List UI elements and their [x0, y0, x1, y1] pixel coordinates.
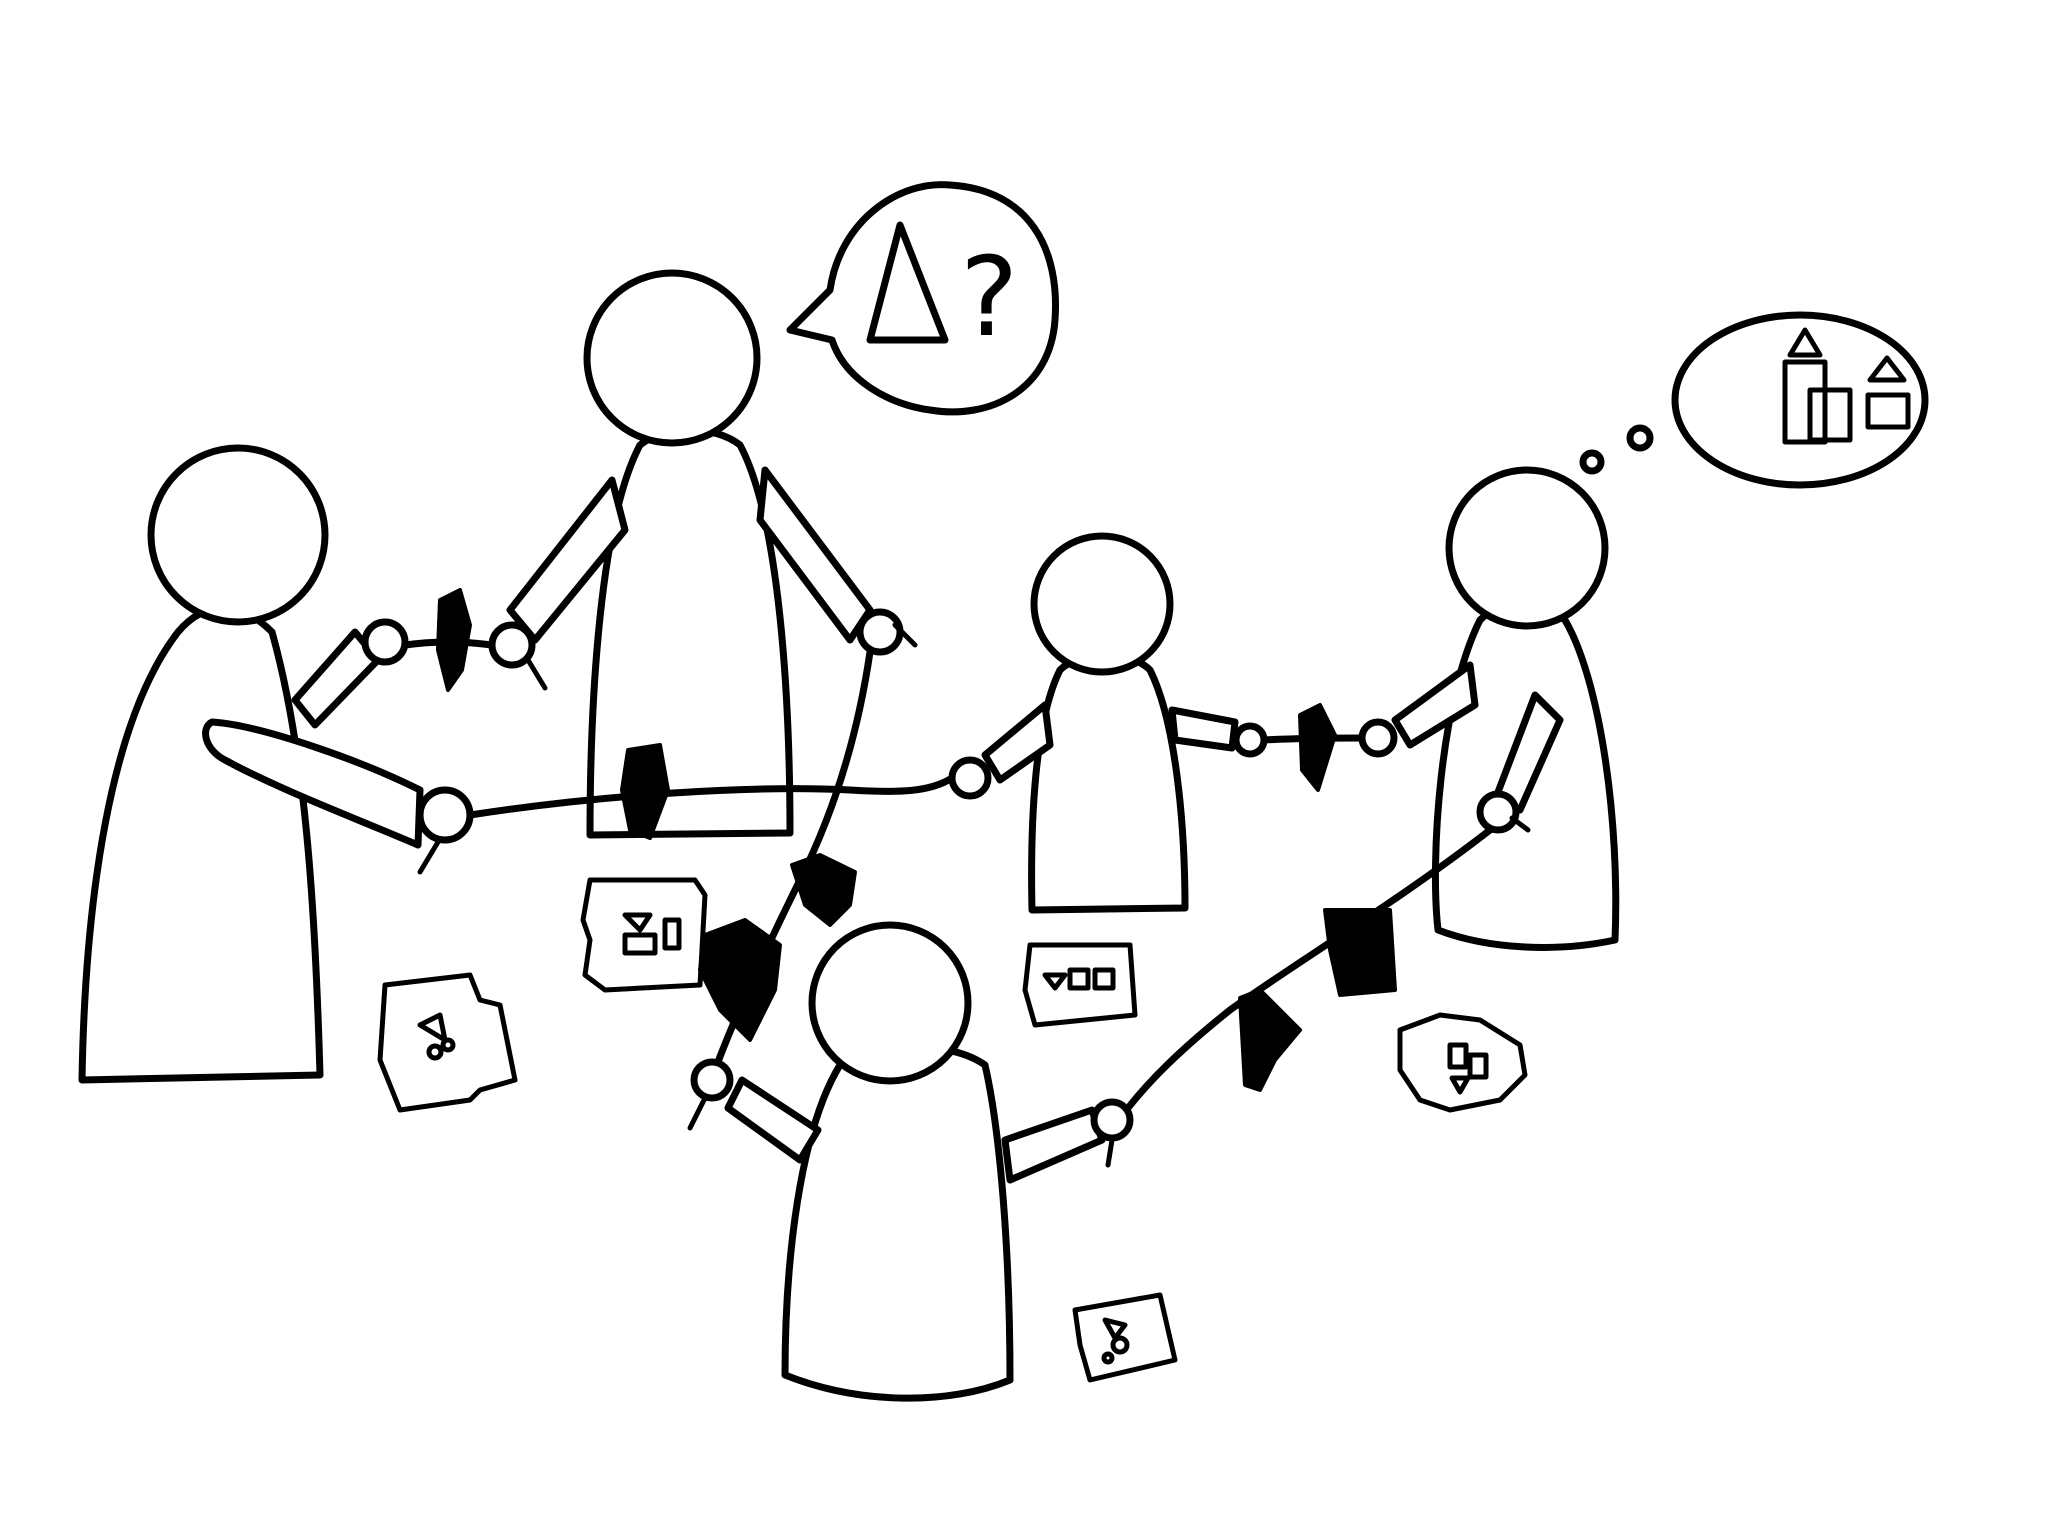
person-small-hand-left: [948, 756, 992, 800]
string-tail-right-lower: [1509, 815, 1531, 833]
person-bottom-body: [781, 1042, 1014, 1402]
person-center: [488, 269, 904, 839]
thought-bubble-outline: [1671, 311, 1929, 489]
tangle-piece-1: [436, 588, 472, 692]
tangled-pieces: [436, 588, 1397, 1092]
puzzle-cards: [377, 877, 1528, 1383]
speech-bubble: ?: [786, 181, 1060, 416]
tangle-piece-7: [1238, 988, 1302, 1092]
puzzle-card-small: [1022, 942, 1138, 1028]
person-center-hand-right: [856, 608, 904, 656]
person-bottom-arm-right: [1001, 1106, 1106, 1184]
person-small: [948, 532, 1268, 914]
thought-dot-medium: [1626, 424, 1654, 452]
person-left-arm-lower: [202, 718, 424, 849]
person-left: [78, 444, 474, 1084]
tangle-piece-5: [1298, 703, 1337, 792]
person-bottom-head: [808, 921, 972, 1085]
person-right: [1358, 466, 1620, 951]
thought-dot-small: [1579, 449, 1605, 475]
tangle-piece-2: [620, 743, 670, 840]
person-left-hand-upper: [361, 618, 409, 666]
string-left-to-small: [466, 774, 956, 819]
person-small-head: [1030, 532, 1174, 676]
person-right-hand-left: [1358, 718, 1398, 758]
string-tail-bottom-left: [687, 1095, 708, 1131]
triangle-icon: [866, 221, 949, 344]
person-right-arm-lower: [1491, 691, 1564, 814]
person-left-body: [78, 604, 324, 1084]
person-right-head: [1445, 466, 1609, 630]
person-small-arm-left: [981, 701, 1054, 784]
tangle-piece-3: [790, 853, 857, 927]
person-left-head: [147, 444, 329, 626]
person-bottom-arm-left: [724, 1076, 822, 1164]
block-tower-icon: [1782, 327, 1911, 445]
person-left-hand-lower: [416, 786, 474, 844]
person-center-head: [583, 269, 761, 447]
speech-bubble-outline: [786, 181, 1060, 416]
person-bottom-hand-left: [690, 1058, 734, 1102]
person-small-arm-right: [1168, 706, 1239, 752]
person-small-body: [1028, 651, 1189, 914]
person-small-hand-right: [1232, 722, 1268, 758]
string-tail-center-left: [525, 657, 548, 691]
person-center-arm-left: [506, 476, 629, 644]
puzzle-card-center: [580, 877, 708, 993]
person-bottom: [690, 921, 1134, 1402]
person-right-arm-left: [1391, 661, 1479, 749]
puzzle-card-left: [377, 972, 518, 1113]
puzzle-card-right: [1397, 1012, 1528, 1113]
tangle-piece-4: [698, 918, 782, 1042]
person-right-hand-lower: [1476, 790, 1520, 834]
thought-bubble: [1579, 311, 1929, 489]
string-tail-bottom-right: [1105, 1137, 1115, 1168]
tangle-piece-6: [1323, 908, 1397, 997]
person-center-body: [586, 426, 794, 839]
question-mark: ?: [960, 233, 1018, 361]
string-tail-center-right: [892, 622, 918, 648]
puzzle-card-bottom: [1072, 1292, 1178, 1383]
person-center-arm-right: [756, 466, 874, 644]
string-tail-left-lower: [417, 839, 441, 875]
